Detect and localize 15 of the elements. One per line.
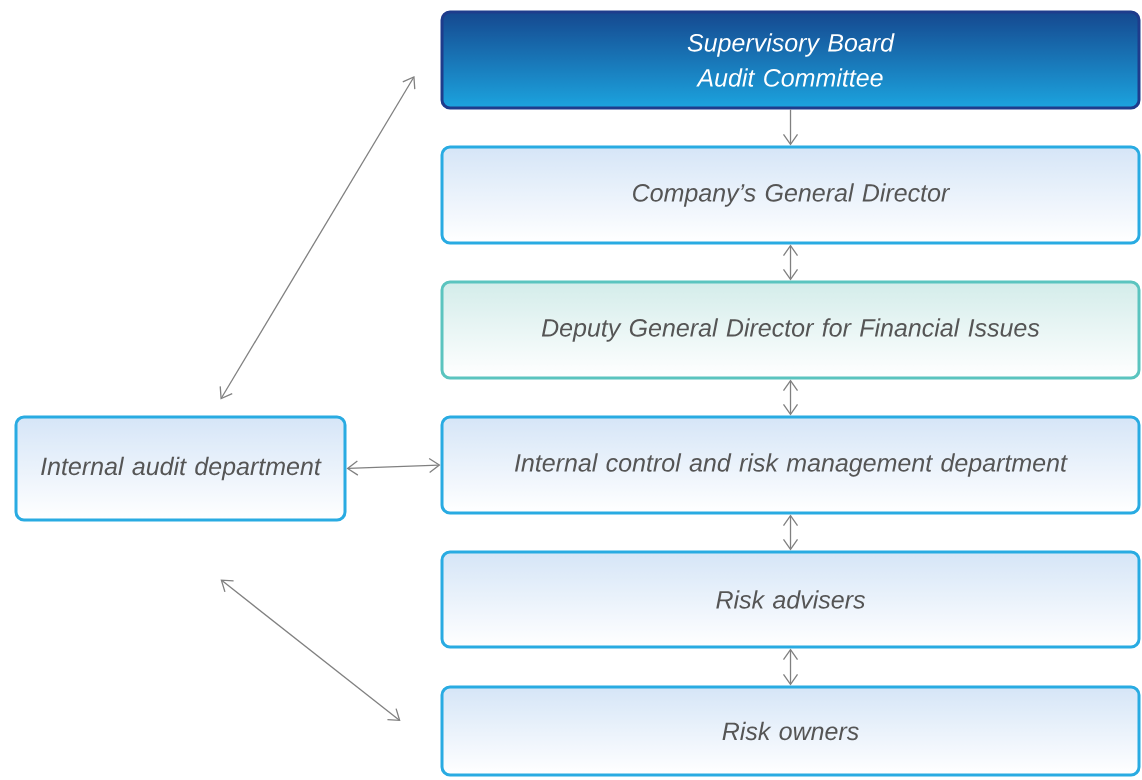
arrow (782, 244, 799, 281)
process-box: Risk owners (440, 685, 1141, 777)
process-box: Deputy General Director for Financial Issues (440, 280, 1141, 380)
process-box: Internal audit department (14, 415, 347, 522)
arrow (782, 379, 799, 416)
arrow (219, 76, 416, 400)
arrow (782, 108, 799, 146)
arrow (220, 579, 401, 721)
arrow (782, 648, 799, 686)
process-box: Company’s General Director (440, 145, 1141, 245)
process-box: Internal control and risk management department (440, 415, 1141, 515)
arrow (346, 457, 441, 476)
process-box: Risk advisers (440, 550, 1141, 649)
header-box: Supervisory Board Audit Committee (440, 10, 1141, 110)
arrow (782, 514, 799, 551)
